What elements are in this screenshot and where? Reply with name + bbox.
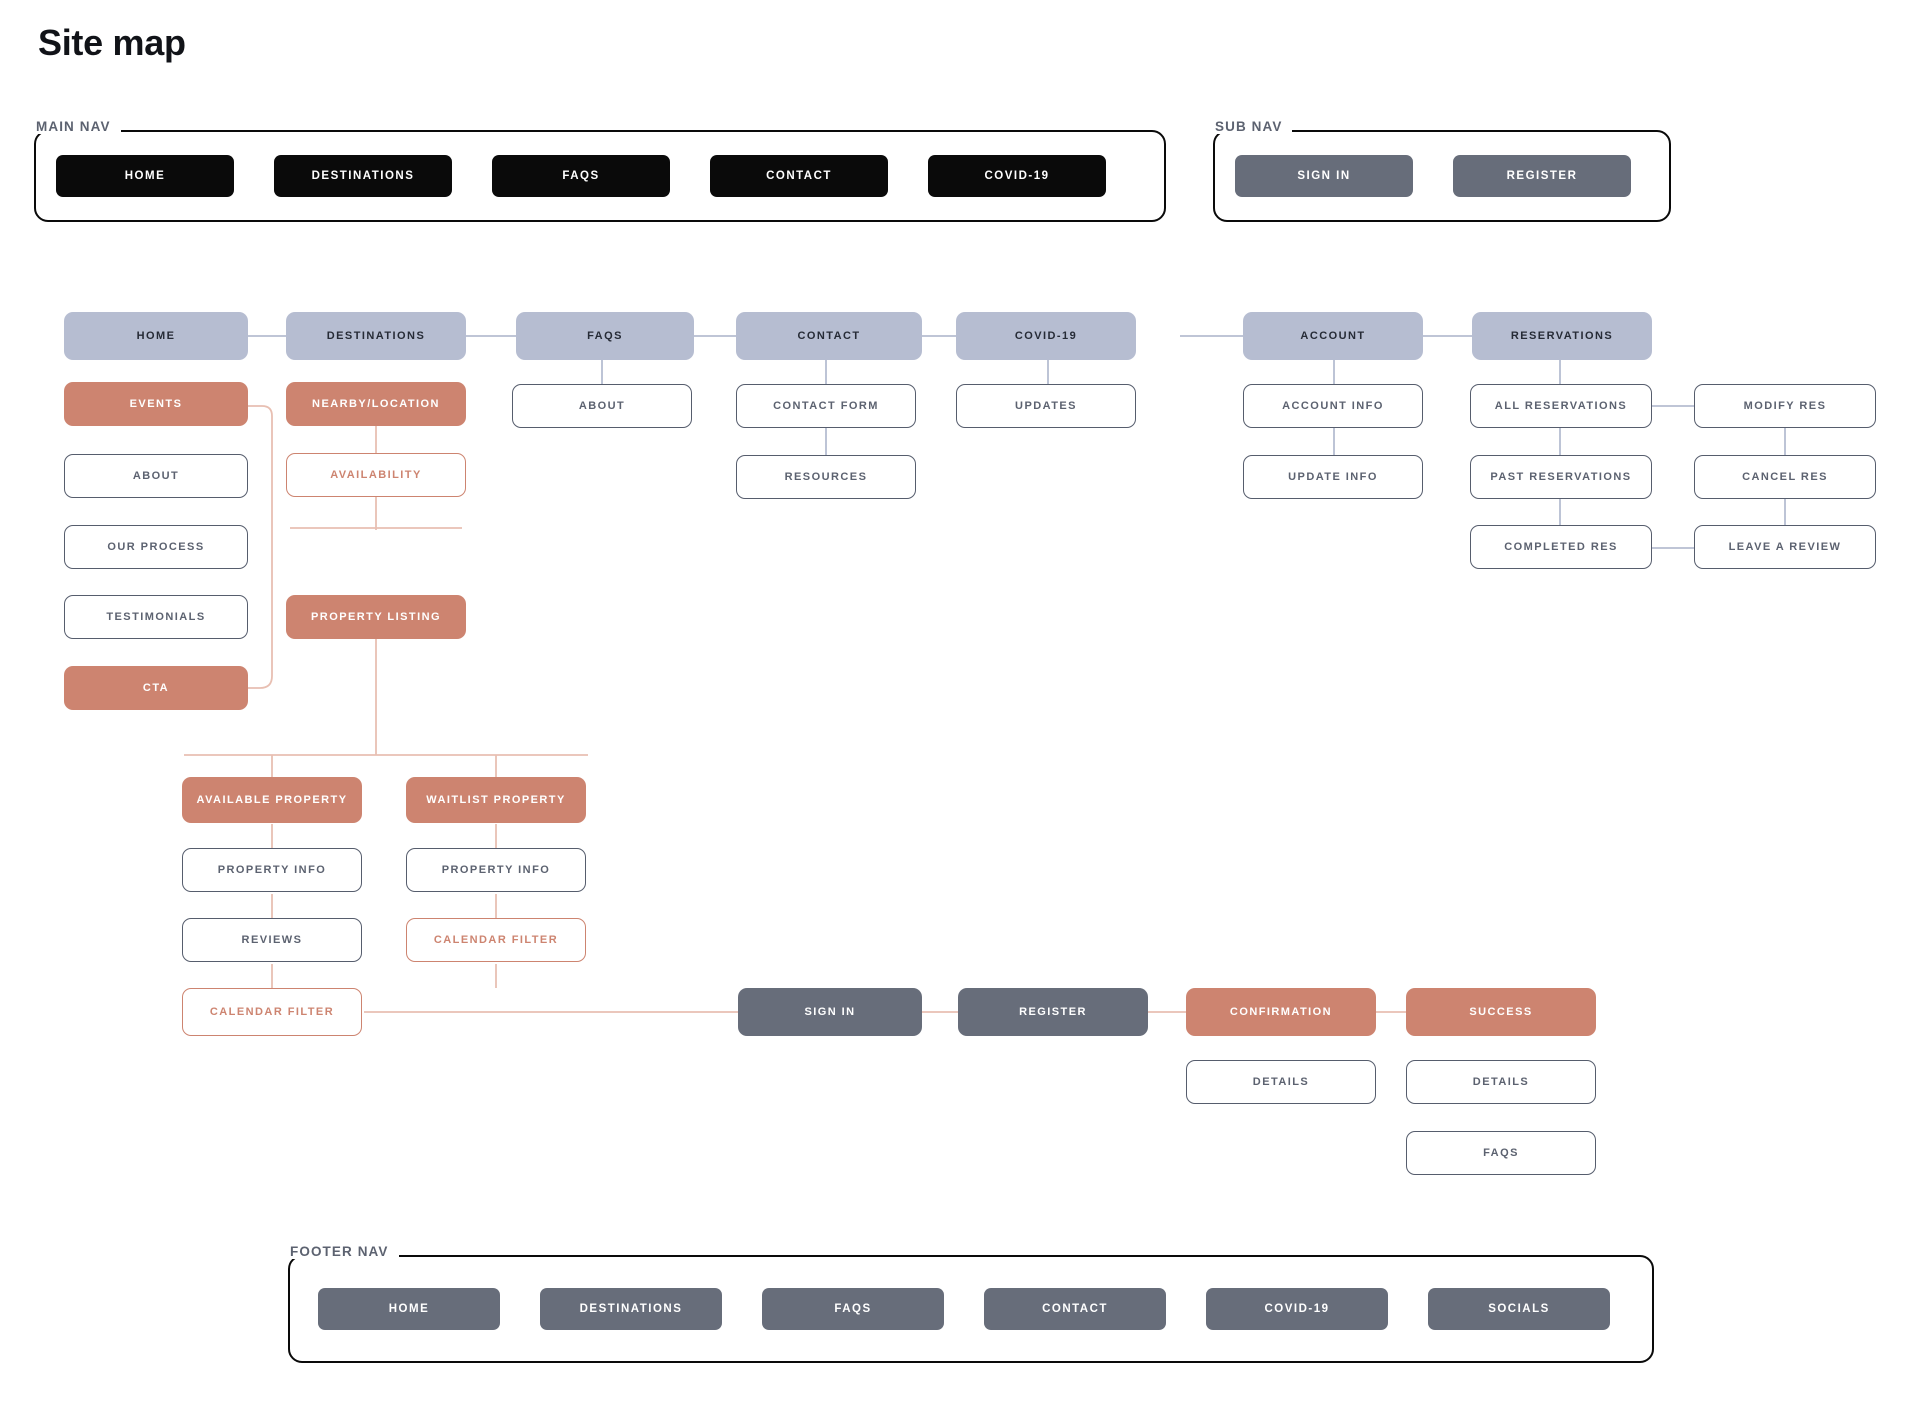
node-account[interactable]: ACCOUNT (1243, 312, 1423, 360)
node-confirmation[interactable]: CONFIRMATION (1186, 988, 1376, 1036)
node-our-process[interactable]: OUR PROCESS (64, 525, 248, 569)
main-nav-label: MAIN NAV (34, 119, 121, 134)
main-nav-item-covid19[interactable]: COVID-19 (928, 155, 1106, 197)
node-cancel-res[interactable]: CANCEL RES (1694, 455, 1876, 499)
node-about-faqs[interactable]: ABOUT (512, 384, 692, 428)
node-contact[interactable]: CONTACT (736, 312, 922, 360)
footer-nav-item-home[interactable]: HOME (318, 1288, 500, 1330)
node-property-info-waitlist[interactable]: PROPERTY INFO (406, 848, 586, 892)
node-property-listing[interactable]: PROPERTY LISTING (286, 595, 466, 639)
node-resources[interactable]: RESOURCES (736, 455, 916, 499)
footer-nav-item-destinations[interactable]: DESTINATIONS (540, 1288, 722, 1330)
node-sign-in[interactable]: SIGN IN (738, 988, 922, 1036)
node-completed-res[interactable]: COMPLETED RES (1470, 525, 1652, 569)
node-calendar-filter-waitlist[interactable]: CALENDAR FILTER (406, 918, 586, 962)
sub-nav-frame (1213, 130, 1671, 222)
node-availability[interactable]: AVAILABILITY (286, 453, 466, 497)
footer-nav-item-faqs[interactable]: FAQS (762, 1288, 944, 1330)
node-available-property[interactable]: AVAILABLE PROPERTY (182, 777, 362, 823)
footer-nav-frame (288, 1255, 1654, 1363)
node-faqs[interactable]: FAQS (516, 312, 694, 360)
node-property-info-available[interactable]: PROPERTY INFO (182, 848, 362, 892)
node-modify-res[interactable]: MODIFY RES (1694, 384, 1876, 428)
footer-nav-label: FOOTER NAV (288, 1244, 399, 1259)
node-success[interactable]: SUCCESS (1406, 988, 1596, 1036)
node-destinations[interactable]: DESTINATIONS (286, 312, 466, 360)
node-waitlist-property[interactable]: WAITLIST PROPERTY (406, 777, 586, 823)
main-nav-item-destinations[interactable]: DESTINATIONS (274, 155, 452, 197)
node-contact-form[interactable]: CONTACT FORM (736, 384, 916, 428)
node-update-info[interactable]: UPDATE INFO (1243, 455, 1423, 499)
node-leave-a-review[interactable]: LEAVE A REVIEW (1694, 525, 1876, 569)
footer-nav-item-covid19[interactable]: COVID-19 (1206, 1288, 1388, 1330)
node-events[interactable]: EVENTS (64, 382, 248, 426)
main-nav-item-faqs[interactable]: FAQS (492, 155, 670, 197)
node-past-reservations[interactable]: PAST RESERVATIONS (1470, 455, 1652, 499)
main-nav-group: MAIN NAV HOME DESTINATIONS FAQS CONTACT … (34, 119, 1166, 222)
node-details-success[interactable]: DETAILS (1406, 1060, 1596, 1104)
main-nav-item-home[interactable]: HOME (56, 155, 234, 197)
node-covid19[interactable]: COVID-19 (956, 312, 1136, 360)
node-details-confirmation[interactable]: DETAILS (1186, 1060, 1376, 1104)
sub-nav-item-sign-in[interactable]: SIGN IN (1235, 155, 1413, 197)
node-all-reservations[interactable]: ALL RESERVATIONS (1470, 384, 1652, 428)
node-home[interactable]: HOME (64, 312, 248, 360)
node-nearby-location[interactable]: NEARBY/LOCATION (286, 382, 466, 426)
footer-nav-item-contact[interactable]: CONTACT (984, 1288, 1166, 1330)
node-reviews[interactable]: REVIEWS (182, 918, 362, 962)
footer-nav-item-socials[interactable]: SOCIALS (1428, 1288, 1610, 1330)
node-reservations[interactable]: RESERVATIONS (1472, 312, 1652, 360)
page-title: Site map (38, 22, 186, 63)
node-calendar-filter-available[interactable]: CALENDAR FILTER (182, 988, 362, 1036)
node-faqs-success[interactable]: FAQS (1406, 1131, 1596, 1175)
node-account-info[interactable]: ACCOUNT INFO (1243, 384, 1423, 428)
node-register[interactable]: REGISTER (958, 988, 1148, 1036)
node-about-home[interactable]: ABOUT (64, 454, 248, 498)
node-testimonials[interactable]: TESTIMONIALS (64, 595, 248, 639)
node-cta[interactable]: CTA (64, 666, 248, 710)
sub-nav-group: SUB NAV SIGN IN REGISTER (1213, 119, 1671, 222)
node-updates[interactable]: UPDATES (956, 384, 1136, 428)
footer-nav-group: FOOTER NAV HOME DESTINATIONS FAQS CONTAC… (288, 1244, 1654, 1363)
sub-nav-label: SUB NAV (1213, 119, 1293, 134)
sub-nav-item-register[interactable]: REGISTER (1453, 155, 1631, 197)
main-nav-item-contact[interactable]: CONTACT (710, 155, 888, 197)
main-nav-frame (34, 130, 1166, 222)
